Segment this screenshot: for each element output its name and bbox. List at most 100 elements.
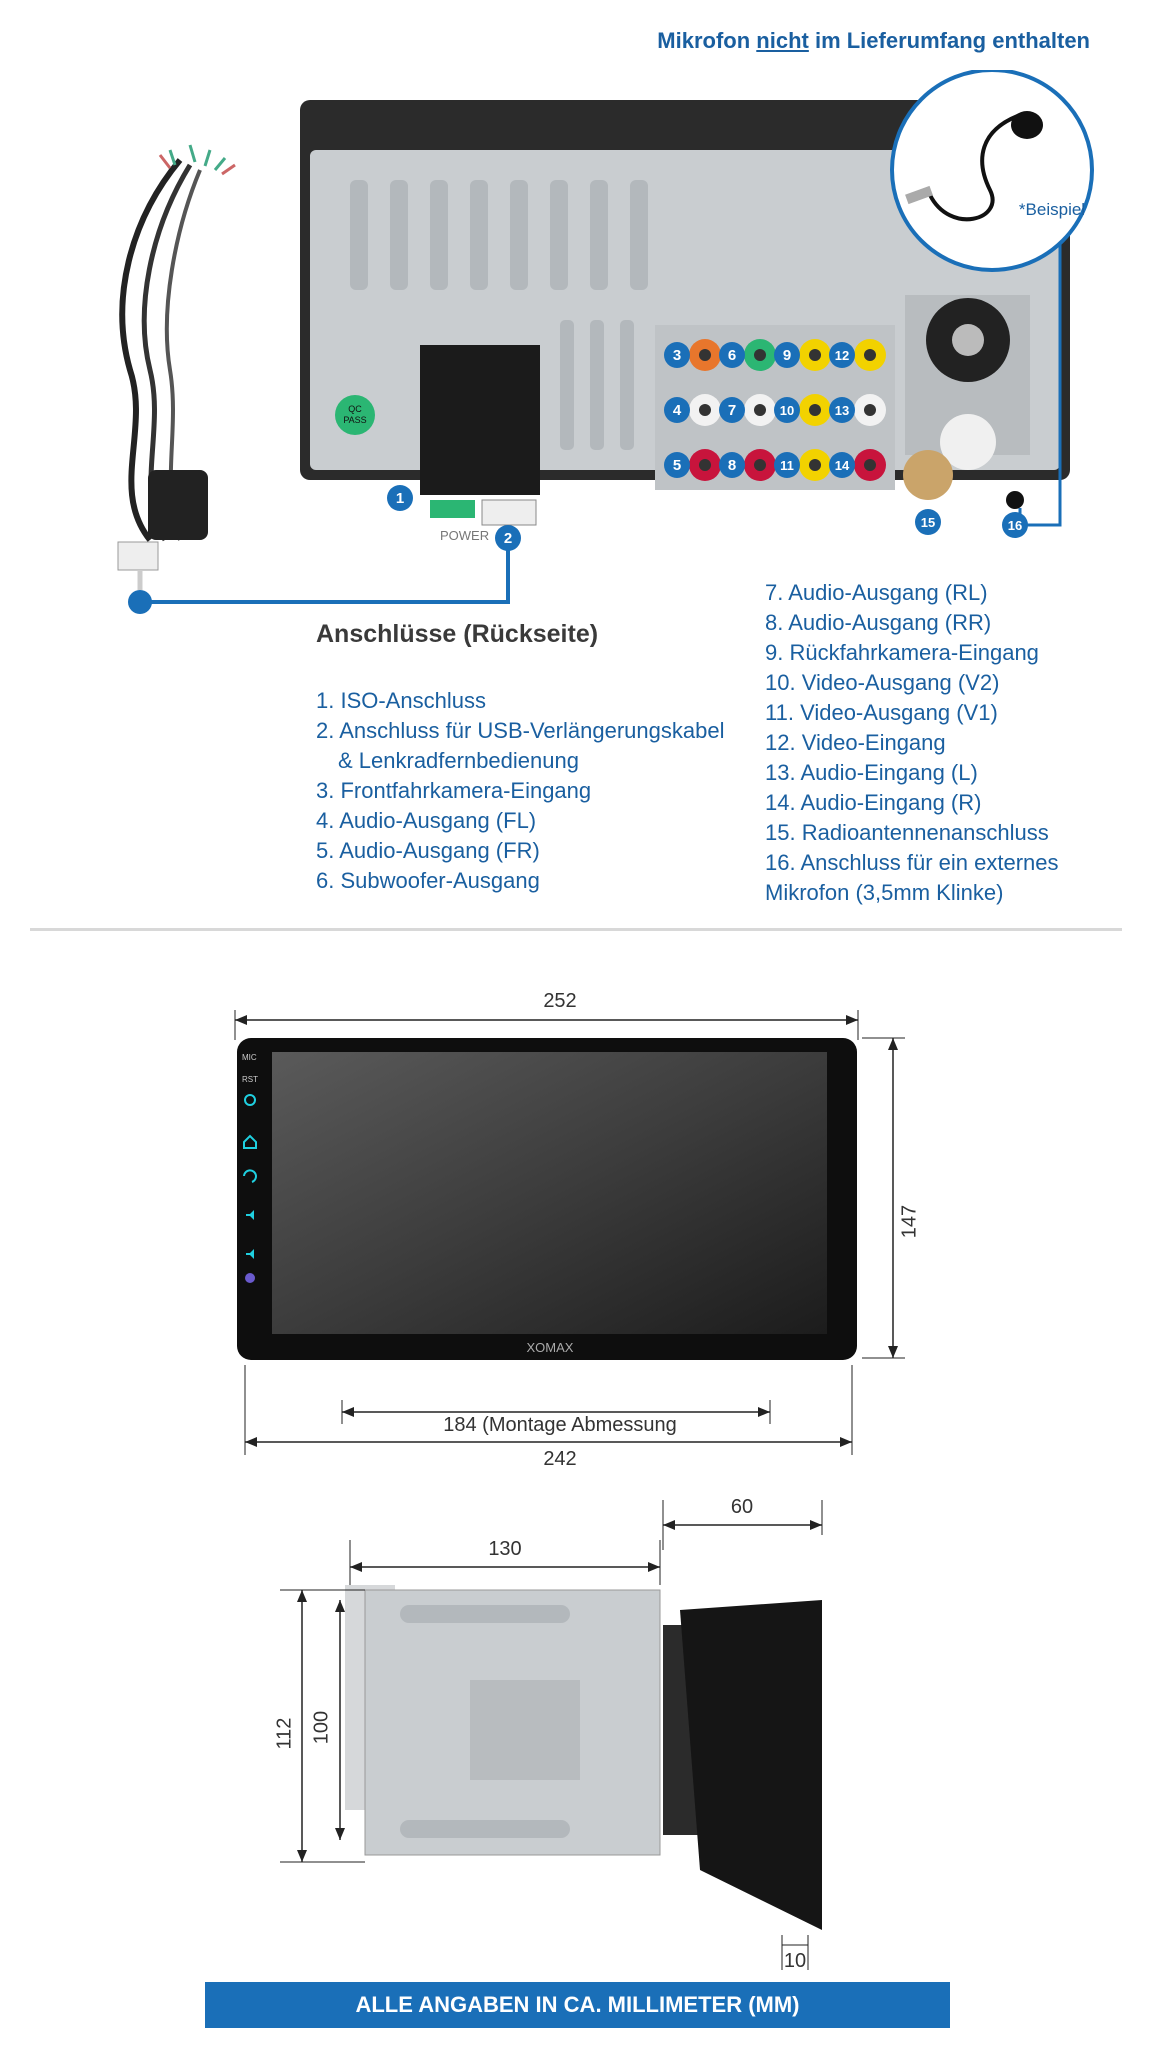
units-footer: ALLE ANGABEN IN CA. MILLIMETER (MM)	[205, 1982, 950, 2028]
volume-down-icon	[246, 1249, 254, 1259]
svg-text:16: 16	[1008, 518, 1022, 533]
svg-text:13: 13	[835, 403, 849, 418]
port-marker-11: 11	[774, 452, 800, 478]
list-item: 16. Anschluss für ein externes	[765, 850, 1059, 875]
list-item: 1. ISO-Anschluss	[316, 688, 486, 713]
svg-text:14: 14	[835, 458, 850, 473]
svg-text:15: 15	[921, 515, 935, 530]
mic-button-label: MIC	[242, 1053, 257, 1062]
connections-list-left: 1. ISO-Anschluss 2. Anschluss für USB-Ve…	[316, 686, 724, 896]
antenna-port	[903, 450, 953, 500]
list-item: 10. Video-Ausgang (V2)	[765, 670, 1000, 695]
dim-label-inner-height: 100	[310, 1710, 333, 1745]
qc-pass-badge	[335, 395, 375, 435]
rca-jack-center	[864, 459, 876, 471]
rca-jack-center	[754, 349, 766, 361]
port-marker-12: 12	[829, 342, 855, 368]
port-marker-15: 15	[915, 509, 941, 535]
svg-text:6: 6	[728, 347, 736, 364]
screen-side	[680, 1600, 822, 1930]
list-item: 11. Video-Ausgang (V1)	[765, 700, 998, 725]
port-marker-10: 10	[774, 397, 800, 423]
list-item: 15. Radioantennenanschluss	[765, 820, 1049, 845]
section-divider	[30, 928, 1122, 931]
connections-heading: Anschlüsse (Rückseite)	[316, 620, 599, 648]
port-marker-4: 4	[664, 397, 690, 423]
svg-text:3: 3	[673, 347, 681, 364]
list-item: Mikrofon (3,5mm Klinke)	[765, 880, 1004, 905]
power-icon	[244, 1094, 256, 1106]
indicator-light	[245, 1273, 255, 1283]
svg-text:5: 5	[673, 457, 681, 474]
side-view-drawing	[280, 1500, 823, 1970]
iso-connector	[420, 345, 540, 495]
rca-jack-center	[699, 349, 711, 361]
notice-text-pre: Mikrofon	[657, 28, 757, 53]
microphone-callout	[890, 70, 1094, 272]
rca-jack-center	[699, 404, 711, 416]
dim-label-screen-depth: 60	[730, 1496, 754, 1518]
list-item: 14. Audio-Eingang (R)	[765, 790, 982, 815]
dim-label-outer-height: 112	[273, 1717, 296, 1750]
list-item: 13. Audio-Eingang (L)	[765, 760, 978, 785]
svg-text:10: 10	[780, 403, 794, 418]
qc-badge-text-pass: PASS	[343, 415, 366, 425]
cable-harness-icon	[117, 144, 236, 590]
callout-dot	[128, 590, 152, 614]
svg-text:12: 12	[835, 348, 849, 363]
port-marker-6: 6	[719, 342, 745, 368]
rca-jack-center	[809, 459, 821, 471]
svg-text:1: 1	[396, 490, 404, 507]
dim-label-height: 147	[898, 1204, 921, 1239]
port-marker-7: 7	[719, 397, 745, 423]
list-item: 8. Audio-Ausgang (RR)	[765, 610, 992, 635]
list-item: 5. Audio-Ausgang (FR)	[316, 838, 540, 863]
svg-text:9: 9	[783, 347, 791, 364]
port-marker-16: 16	[1002, 512, 1028, 538]
usb-port	[481, 499, 537, 526]
svg-text:7: 7	[728, 402, 736, 419]
port-marker-8: 8	[719, 452, 745, 478]
port-marker-9: 9	[774, 342, 800, 368]
rca-jack-center	[809, 404, 821, 416]
fuse	[430, 500, 475, 518]
rca-jack-center	[754, 459, 766, 471]
notice-text-emphasis: nicht	[756, 28, 809, 53]
dim-label-body-depth: 130	[488, 1538, 522, 1560]
list-item: 3. Frontfahrkamera-Eingang	[316, 778, 592, 803]
list-item: 6. Subwoofer-Ausgang	[316, 868, 540, 893]
port-marker-14: 14	[829, 452, 855, 478]
rca-jack-center	[754, 404, 766, 416]
mic-callout-label: *Beispiel	[1019, 200, 1085, 219]
notice-text-post: im Lieferumfang enthalten	[808, 28, 1090, 53]
list-item: 9. Rückfahrkamera-Eingang	[765, 640, 1039, 665]
dim-label-mount: 184 (Montage Abmessung	[380, 1414, 740, 1437]
rca-jack-center	[699, 459, 711, 471]
connections-list-right: 7. Audio-Ausgang (RL) 8. Audio-Ausgang (…	[765, 578, 1059, 908]
port-marker-5: 5	[664, 452, 690, 478]
list-item: 2. Anschluss für USB-Verlängerungskabel	[316, 718, 725, 743]
callout-line	[140, 538, 510, 604]
port-marker-13: 13	[829, 397, 855, 423]
rca-jack-center	[864, 404, 876, 416]
svg-text:4: 4	[673, 402, 682, 419]
rca-ports	[689, 339, 886, 481]
microphone-icon	[928, 113, 1021, 222]
power-label: POWER	[440, 528, 489, 543]
list-item: 7. Audio-Ausgang (RL)	[765, 580, 988, 605]
rst-button-label: RST	[242, 1075, 258, 1084]
mic-jack	[1006, 491, 1024, 509]
svg-text:11: 11	[780, 458, 794, 473]
brand-logo: XOMAX	[527, 1340, 574, 1355]
port-marker-2: 2	[495, 525, 521, 551]
list-item: 4. Audio-Ausgang (FL)	[316, 808, 537, 833]
list-item: 12. Video-Eingang	[765, 730, 946, 755]
dim-label-bottom-width: 242	[543, 1448, 577, 1470]
home-icon	[243, 1134, 257, 1149]
port-marker-3: 3	[664, 342, 690, 368]
rca-jack-center	[864, 349, 876, 361]
usb-plug-icon	[148, 470, 208, 540]
svg-text:2: 2	[504, 530, 512, 547]
